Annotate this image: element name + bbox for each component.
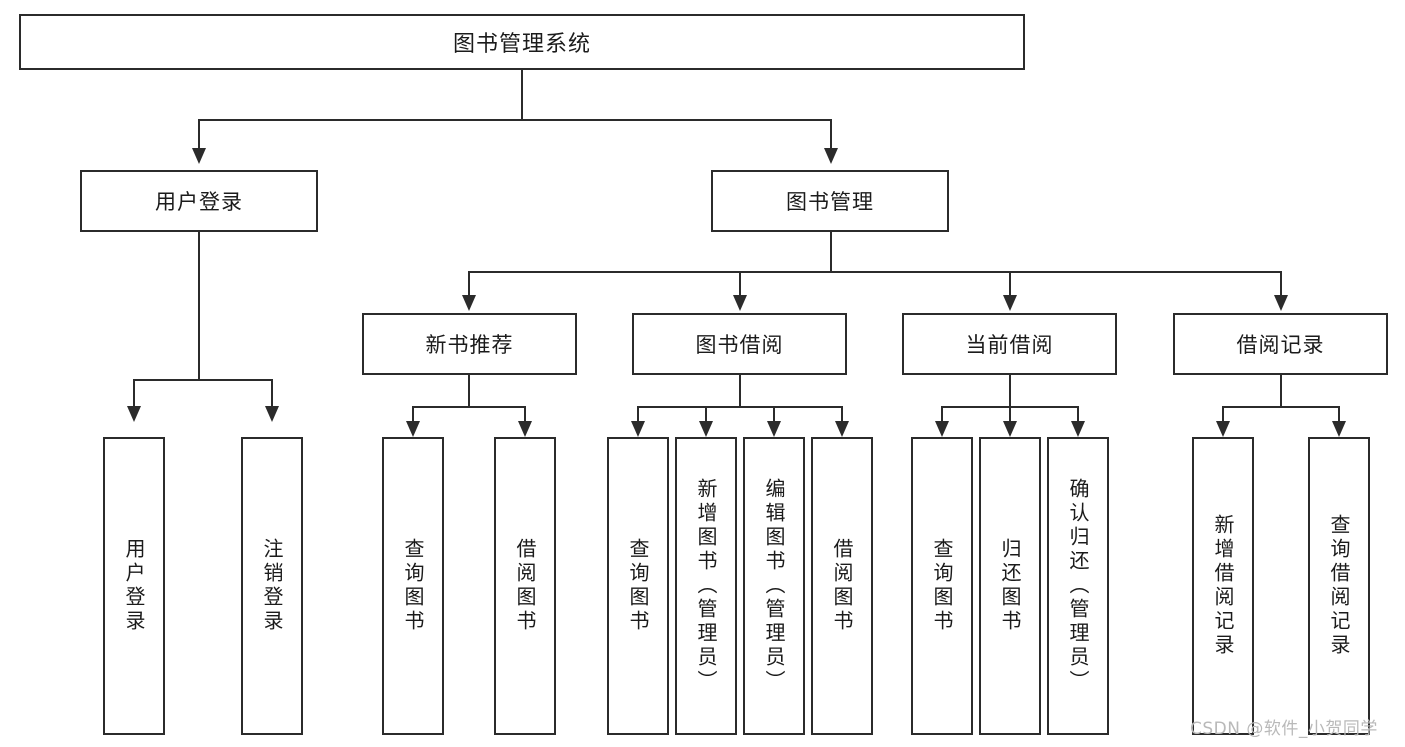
- arrowhead-bookborrow-leaf-2: [699, 421, 713, 437]
- arrowhead-currentborrow-leaf-1: [935, 421, 949, 437]
- leaf-borrowrecord-query-record[interactable]: 查询借阅记录: [1308, 437, 1370, 735]
- arrowhead-newbook-leaf-2: [518, 421, 532, 437]
- leaf-bookborrow-query-book-label: 查询图书: [626, 538, 650, 634]
- leaf-bookborrow-edit-book-label: 编辑图书（管理员）: [762, 478, 786, 694]
- leaf-currentborrow-return-book[interactable]: 归还图书: [979, 437, 1041, 735]
- node-new-book-recommend-label: 新书推荐: [425, 333, 514, 357]
- leaf-currentborrow-confirm-return-label: 确认归还（管理员）: [1066, 478, 1090, 694]
- leaf-bookborrow-add-book[interactable]: 新增图书（管理员）: [675, 437, 737, 735]
- leaf-logout[interactable]: 注销登录: [241, 437, 303, 735]
- leaf-newbook-query-book-label: 查询图书: [401, 538, 425, 634]
- connector-bookborrow-stem: [739, 375, 741, 407]
- leaf-newbook-borrow-book[interactable]: 借阅图书: [494, 437, 556, 735]
- connector-currentborrow-stem: [1009, 375, 1011, 407]
- leaf-bookborrow-edit-book[interactable]: 编辑图书（管理员）: [743, 437, 805, 735]
- connector-root-stem: [521, 70, 523, 120]
- connector-root-bus: [198, 119, 832, 121]
- connector-newbook-drop-1: [412, 406, 414, 428]
- leaf-borrowrecord-add-record-label: 新增借阅记录: [1211, 514, 1235, 658]
- connector-borrowrecord-stem: [1280, 375, 1282, 407]
- leaf-bookborrow-borrow-book[interactable]: 借阅图书: [811, 437, 873, 735]
- connector-root-drop-right: [830, 119, 832, 149]
- node-borrow-record[interactable]: 借阅记录: [1173, 313, 1388, 375]
- arrowhead-bookborrow-leaf-3: [767, 421, 781, 437]
- connector-bookmgmt-bus: [468, 271, 1280, 273]
- leaf-currentborrow-query-book-label: 查询图书: [930, 538, 954, 634]
- connector-bookborrow-drop-3: [773, 406, 775, 428]
- arrowhead-current-borrow: [1003, 295, 1017, 311]
- node-book-management[interactable]: 图书管理: [711, 170, 949, 232]
- connector-newbook-stem: [468, 375, 470, 407]
- leaf-logout-label: 注销登录: [260, 538, 284, 634]
- connector-bookborrow-bus: [637, 406, 843, 408]
- node-current-borrow[interactable]: 当前借阅: [902, 313, 1117, 375]
- arrowhead-bookborrow-leaf-4: [835, 421, 849, 437]
- leaf-currentborrow-return-book-label: 归还图书: [998, 538, 1022, 634]
- connector-borrowrecord-bus: [1222, 406, 1340, 408]
- node-root-label: 图书管理系统: [452, 32, 591, 57]
- node-book-borrow-label: 图书借阅: [695, 333, 784, 357]
- connector-bookmgmt-drop-2: [739, 271, 741, 296]
- connector-bookborrow-drop-4: [841, 406, 843, 428]
- leaf-newbook-query-book[interactable]: 查询图书: [382, 437, 444, 735]
- connector-userlogin-bus: [133, 379, 273, 381]
- connector-bookborrow-drop-1: [637, 406, 639, 428]
- arrowhead-currentborrow-leaf-3: [1071, 421, 1085, 437]
- connector-userlogin-drop-1: [133, 379, 135, 407]
- connector-userlogin-stem: [198, 232, 200, 380]
- connector-newbook-bus: [412, 406, 526, 408]
- node-root[interactable]: 图书管理系统: [19, 14, 1025, 70]
- connector-bookmgmt-drop-4: [1280, 271, 1282, 296]
- arrowhead-bookborrow-leaf-1: [631, 421, 645, 437]
- node-borrow-record-label: 借阅记录: [1236, 333, 1325, 357]
- connector-root-drop-left: [198, 119, 200, 149]
- leaf-currentborrow-confirm-return[interactable]: 确认归还（管理员）: [1047, 437, 1109, 735]
- connector-bookmgmt-drop-3: [1009, 271, 1011, 296]
- node-book-borrow[interactable]: 图书借阅: [632, 313, 847, 375]
- connector-currentborrow-drop-2: [1009, 406, 1011, 428]
- leaf-borrowrecord-query-record-label: 查询借阅记录: [1327, 514, 1351, 658]
- arrowhead-currentborrow-leaf-2: [1003, 421, 1017, 437]
- connector-userlogin-drop-2: [271, 379, 273, 407]
- arrowhead-user-login: [192, 148, 206, 164]
- connector-currentborrow-drop-1: [941, 406, 943, 428]
- connector-bookmgmt-stem: [830, 232, 832, 272]
- leaf-bookborrow-query-book[interactable]: 查询图书: [607, 437, 669, 735]
- arrowhead-borrowrecord-leaf-1: [1216, 421, 1230, 437]
- connector-bookmgmt-drop-1: [468, 271, 470, 296]
- node-user-login-label: 用户登录: [155, 190, 243, 214]
- node-new-book-recommend[interactable]: 新书推荐: [362, 313, 577, 375]
- leaf-newbook-borrow-book-label: 借阅图书: [513, 538, 537, 634]
- arrowhead-borrow-record: [1274, 295, 1288, 311]
- arrowhead-newbook-leaf-1: [406, 421, 420, 437]
- leaf-currentborrow-query-book[interactable]: 查询图书: [911, 437, 973, 735]
- connector-bookborrow-drop-2: [705, 406, 707, 428]
- leaf-user-login-label: 用户登录: [122, 538, 146, 634]
- connector-borrowrecord-drop-1: [1222, 406, 1224, 428]
- connector-borrowrecord-drop-2: [1338, 406, 1340, 428]
- arrowhead-leaf-logout: [265, 406, 279, 422]
- arrowhead-borrowrecord-leaf-2: [1332, 421, 1346, 437]
- leaf-bookborrow-add-book-label: 新增图书（管理员）: [694, 478, 718, 694]
- connector-currentborrow-drop-3: [1077, 406, 1079, 428]
- arrowhead-new-book: [462, 295, 476, 311]
- connector-newbook-drop-2: [524, 406, 526, 428]
- node-current-borrow-label: 当前借阅: [965, 333, 1054, 357]
- arrowhead-leaf-user-login: [127, 406, 141, 422]
- leaf-user-login[interactable]: 用户登录: [103, 437, 165, 735]
- leaf-borrowrecord-add-record[interactable]: 新增借阅记录: [1192, 437, 1254, 735]
- node-user-login[interactable]: 用户登录: [80, 170, 318, 232]
- leaf-bookborrow-borrow-book-label: 借阅图书: [830, 538, 854, 634]
- arrowhead-book-borrow: [733, 295, 747, 311]
- arrowhead-book-mgmt: [824, 148, 838, 164]
- node-book-management-label: 图书管理: [786, 190, 874, 214]
